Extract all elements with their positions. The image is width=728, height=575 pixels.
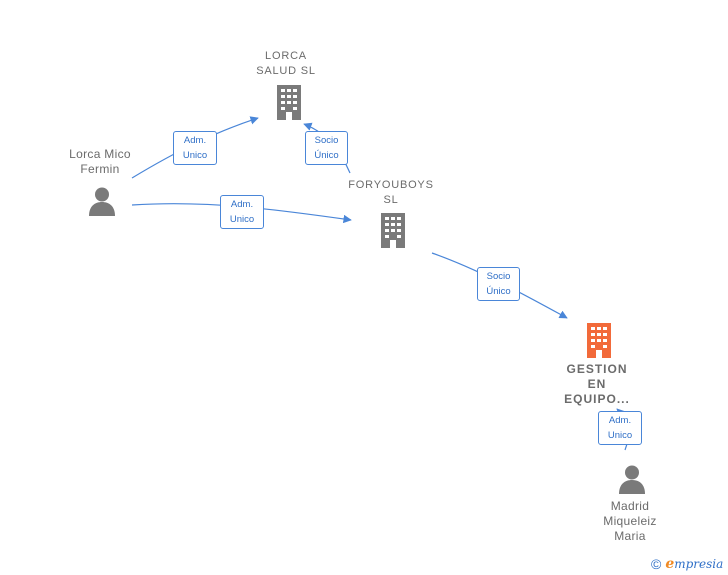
edge-role-line: Unico <box>182 150 208 161</box>
company-name-line: SL <box>383 194 399 206</box>
edge-role-line: Único <box>486 286 511 297</box>
edge-label-mico-to-foryouboys[interactable]: Adm. Unico <box>220 195 264 229</box>
company-name-line: LORCA <box>265 50 307 62</box>
person-name-line: Miqueleiz <box>603 514 657 528</box>
edge-label-foryouboys-to-gestion[interactable]: Socio Único <box>477 267 520 301</box>
company-name-line: EQUIPO... <box>564 392 630 406</box>
building-icon-focus[interactable] <box>584 322 614 358</box>
brand-initial: e <box>665 556 675 572</box>
company-label-gestion[interactable]: GESTION EN EQUIPO... <box>547 362 647 407</box>
edge-role-line: Socio <box>486 271 511 282</box>
company-name-line: FORYOUBOYS <box>348 179 434 191</box>
edge-role-line: Socio <box>314 135 339 146</box>
person-icon[interactable] <box>87 186 117 216</box>
brand-logo[interactable]: empresia <box>665 556 723 572</box>
company-name-line: SALUD SL <box>256 65 316 77</box>
edge-role-line: Adm. <box>608 415 632 426</box>
person-name-line: Madrid <box>610 499 650 513</box>
edge-role-line: Único <box>314 150 339 161</box>
brand-name: mpresia <box>674 557 724 571</box>
company-label-foryouboys[interactable]: FORYOUBOYS SL <box>333 178 449 208</box>
edge-label-mico-to-lorca-salud[interactable]: Adm. Unico <box>173 131 217 165</box>
copyright-icon: © <box>651 556 662 572</box>
person-label-lorca-mico[interactable]: Lorca Mico Fermin <box>50 147 150 177</box>
company-label-lorca-salud[interactable]: LORCA SALUD SL <box>236 49 336 79</box>
footer-brand: © empresia <box>651 555 723 573</box>
edge-role-line: Unico <box>229 214 255 225</box>
edge-label-madrid-to-gestion[interactable]: Adm. Unico <box>598 411 642 445</box>
company-name-line: EN <box>587 377 607 391</box>
person-icon[interactable] <box>617 464 647 494</box>
building-icon[interactable] <box>274 84 304 120</box>
person-name-line: Maria <box>614 529 646 543</box>
person-name-line: Lorca Mico <box>69 147 131 161</box>
edge-role-line: Unico <box>607 430 633 441</box>
edge-label-foryouboys-to-lorca-salud[interactable]: Socio Único <box>305 131 348 165</box>
edge-role-line: Adm. <box>230 199 254 210</box>
building-icon[interactable] <box>378 212 408 248</box>
edge-role-line: Adm. <box>183 135 207 146</box>
person-name-line: Fermin <box>80 162 120 176</box>
company-name-line: GESTION <box>566 362 628 376</box>
person-label-madrid[interactable]: Madrid Miqueleiz Maria <box>580 499 680 544</box>
